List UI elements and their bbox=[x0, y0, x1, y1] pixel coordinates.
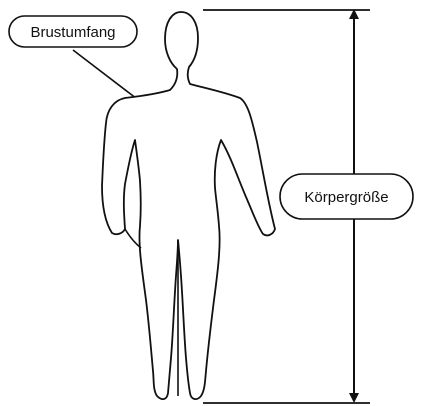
chest-label-pill: Brustumfang bbox=[9, 16, 137, 47]
human-figure bbox=[102, 12, 275, 399]
chest-label-text: Brustumfang bbox=[30, 24, 115, 41]
height-label-pill: Körpergröße bbox=[280, 174, 413, 219]
height-label-text: Körpergröße bbox=[304, 189, 388, 206]
